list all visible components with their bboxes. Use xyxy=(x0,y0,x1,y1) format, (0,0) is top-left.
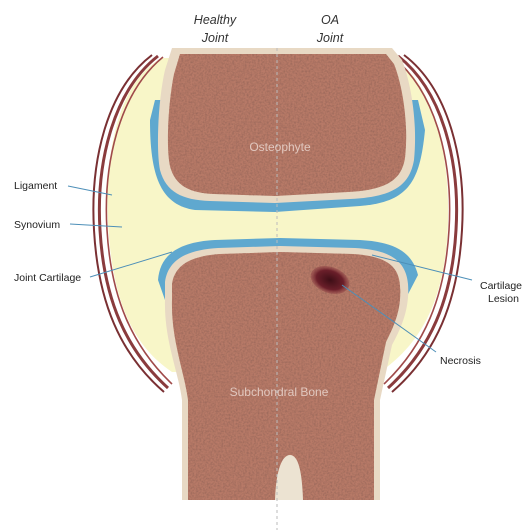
subchondral-bone-label: Subchondral Bone xyxy=(230,385,329,399)
ligament-label: Ligament xyxy=(14,180,57,192)
upper-bone-marrow xyxy=(168,54,406,196)
joint-cartilage-label: Joint Cartilage xyxy=(14,272,81,284)
cartilage-lesion-label: Cartilage xyxy=(480,280,522,292)
oa-joint-header: OA xyxy=(321,13,339,27)
synovium-label: Synovium xyxy=(14,219,60,231)
oa-joint-header-line2: Joint xyxy=(316,31,344,45)
healthy-joint-header: Healthy xyxy=(194,13,237,27)
cartilage-lesion-label-line2: Lesion xyxy=(488,293,519,305)
necrosis-label: Necrosis xyxy=(440,355,481,367)
healthy-joint-header-line2: Joint xyxy=(201,31,229,45)
osteophyte-label: Osteophyte xyxy=(249,140,311,154)
ligament-leader xyxy=(68,186,112,195)
